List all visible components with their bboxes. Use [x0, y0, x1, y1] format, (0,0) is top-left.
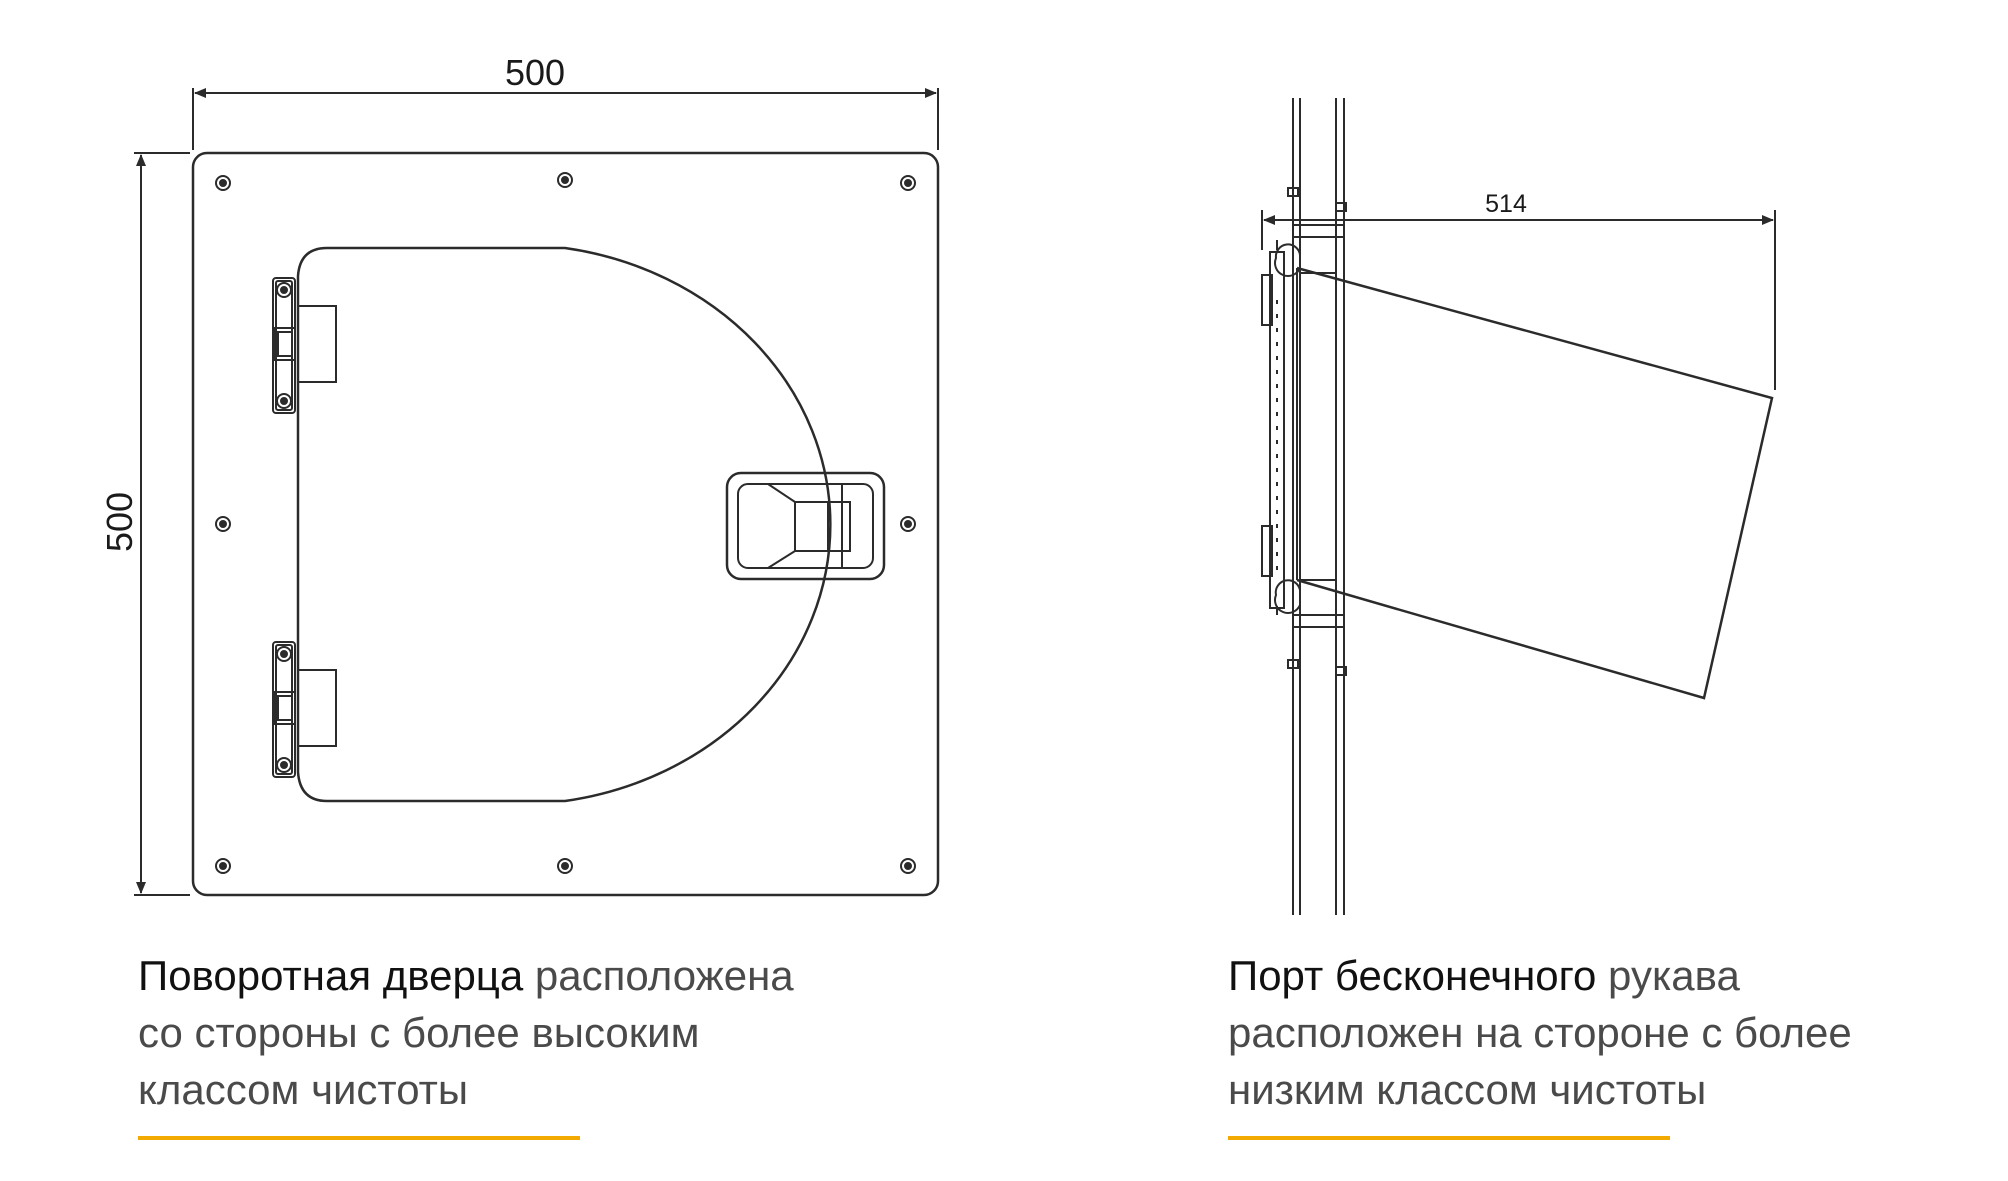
port-flange — [1261, 240, 1285, 615]
top-hinge — [272, 277, 337, 414]
height-dimension — [134, 152, 190, 896]
right-caption-line-3: низким классом чистоты — [1228, 1066, 1707, 1113]
right-caption-line-1: Порт бесконечного рукава — [1228, 947, 1988, 1004]
wall-panel — [191, 151, 940, 897]
right-accent-underline — [1228, 1136, 1670, 1140]
bottom-clamp — [1274, 579, 1347, 676]
depth-dimension — [1261, 210, 1776, 390]
front-view: 500 500 — [99, 52, 940, 897]
left-caption-line-1: Поворотная дверца расположена — [138, 947, 898, 1004]
left-caption-title: Поворотная дверца — [138, 952, 524, 999]
door-handle — [725, 471, 886, 581]
depth-dimension-label: 514 — [1485, 190, 1527, 218]
left-accent-underline — [138, 1136, 580, 1140]
left-caption-line-3: классом чистоты — [138, 1066, 469, 1113]
left-caption: Поворотная дверца расположена со стороны… — [138, 947, 898, 1118]
bottom-hinge — [272, 641, 337, 778]
side-view: 514 — [1261, 98, 1776, 915]
swing-door — [296, 246, 832, 803]
right-caption-line-2: расположен на стороне с более — [1228, 1009, 1852, 1056]
left-caption-line-2: со стороны с более высоким — [138, 1009, 700, 1056]
right-caption: Порт бесконечного рукава расположен на с… — [1228, 947, 1988, 1118]
width-dimension — [192, 88, 939, 150]
height-dimension-label: 500 — [99, 492, 140, 552]
infinite-sleeve-port — [1296, 266, 1774, 700]
right-caption-line-1-rest: рукава — [1596, 952, 1740, 999]
right-caption-title: Порт бесконечного — [1228, 952, 1597, 999]
left-caption-line-1-rest: расположена — [523, 952, 794, 999]
width-dimension-label: 500 — [505, 52, 565, 93]
panel-screws — [215, 172, 916, 874]
